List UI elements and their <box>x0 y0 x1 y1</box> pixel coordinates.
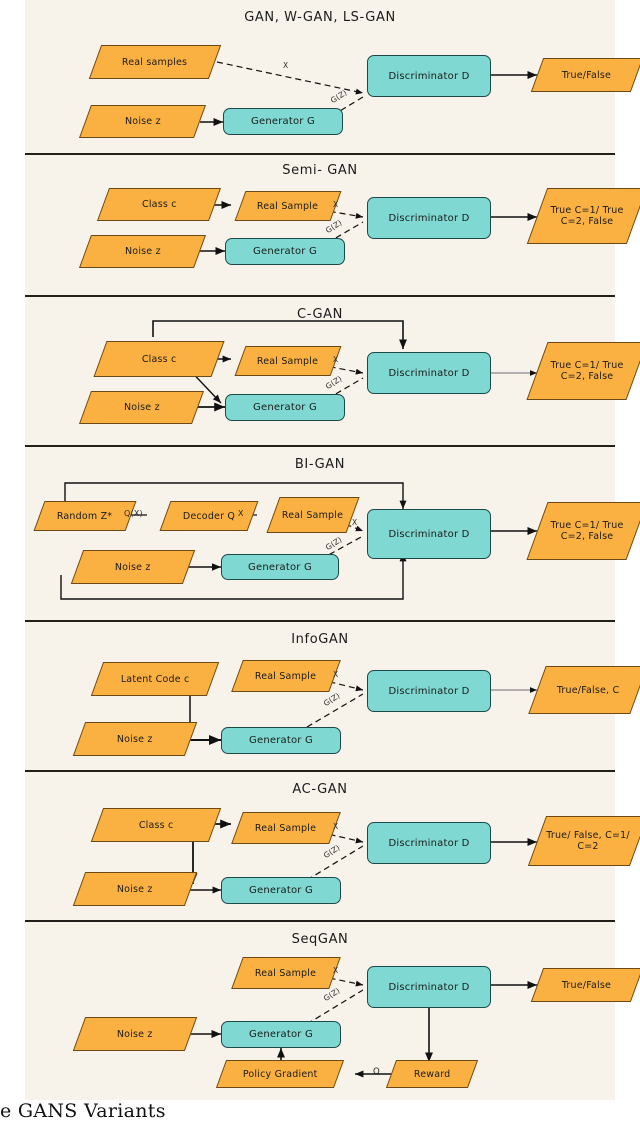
node-output: True/False <box>530 968 640 1002</box>
edge-label-x: X <box>333 355 339 364</box>
panel-infogan: InfoGAN Latent Code c Real Sample Noise … <box>25 622 640 772</box>
panel-semi-gan: Semi- GAN Class c Real Sample Noise z Ge… <box>25 155 640 297</box>
node-generator: Generator G <box>225 238 345 265</box>
figure-caption: e GANS Variants <box>0 1100 166 1122</box>
edge-label-x: X <box>352 518 358 527</box>
node-latent-code: Latent Code c <box>90 662 220 696</box>
edge-label-x: X <box>333 966 339 975</box>
node-noise-z: Noise z <box>78 105 207 138</box>
panel-title-infogan: InfoGAN <box>291 632 349 647</box>
node-output: True/False <box>530 58 640 92</box>
node-generator: Generator G <box>221 877 341 904</box>
node-discriminator: Discriminator D <box>367 822 491 864</box>
edge-label-x-mid: X <box>238 509 244 518</box>
gan-variants-figure: GAN, W-GAN, LS-GAN Real samples Noise z … <box>25 0 640 1100</box>
node-policy-gradient: Policy Gradient <box>215 1060 345 1088</box>
node-real-sample: Real Sample <box>231 957 341 989</box>
panel-c-gan: C-GAN Class c Real Sample Noise z Genera… <box>25 297 640 447</box>
node-output: True C=1/ True C=2, False <box>526 342 640 400</box>
node-discriminator: Discriminator D <box>367 55 491 97</box>
node-noise-z: Noise z <box>78 391 205 424</box>
node-generator: Generator G <box>221 554 339 580</box>
node-class-c: Class c <box>90 808 222 842</box>
node-noise-z: Noise z <box>72 872 198 906</box>
node-noise-z: Noise z <box>72 1017 198 1051</box>
node-real-samples: Real samples <box>88 45 222 79</box>
edge-label-x: X <box>283 61 289 70</box>
node-noise-z: Noise z <box>72 722 198 756</box>
node-output: True C=1/ True C=2, False <box>526 188 640 244</box>
panel-bi-gan-connectors <box>60 482 537 600</box>
node-generator: Generator G <box>223 108 343 135</box>
node-output: True/False, C <box>528 666 640 714</box>
panel-semi-gan-connectors <box>175 201 537 255</box>
node-random-z: Random Z* <box>33 501 137 531</box>
panel-title-seqgan: SeqGAN <box>291 932 349 947</box>
panel-ac-gan: AC-GAN Class c Real Sample Noise z Gener… <box>25 772 640 922</box>
node-discriminator: Discriminator D <box>367 670 491 712</box>
node-generator: Generator G <box>225 394 345 421</box>
panel-bi-gan: BI-GAN Random Z* Decoder Q Real Sample N… <box>25 447 640 622</box>
node-real-sample: Real Sample <box>234 191 342 221</box>
panel-gan-connectors <box>200 61 537 127</box>
node-discriminator: Discriminator D <box>367 966 491 1008</box>
node-real-sample: Real Sample <box>231 660 341 692</box>
node-noise-z: Noise z <box>78 235 207 268</box>
edge-label-x: X <box>333 822 339 831</box>
node-discriminator: Discriminator D <box>367 197 491 239</box>
edge-label-x: X <box>333 200 339 209</box>
node-noise-z: Noise z <box>70 550 196 584</box>
panel-gan: GAN, W-GAN, LS-GAN Real samples Noise z … <box>25 0 640 155</box>
edge-label-q: Q <box>373 1067 380 1077</box>
panel-title-gan: GAN, W-GAN, LS-GAN <box>244 10 396 25</box>
node-generator: Generator G <box>221 1021 341 1048</box>
node-class-c: Class c <box>96 188 222 221</box>
panel-title-ac-gan: AC-GAN <box>292 782 348 797</box>
node-real-sample: Real Sample <box>234 346 342 376</box>
node-discriminator: Discriminator D <box>367 352 491 394</box>
panel-seqgan: SeqGAN Real Sample Noise z Generator G D… <box>25 922 640 1100</box>
edge-label-qx: Q(X) <box>124 509 143 518</box>
node-real-sample: Real Sample <box>266 497 360 533</box>
node-generator: Generator G <box>221 727 341 754</box>
node-real-sample: Real Sample <box>231 812 341 844</box>
node-reward: Reward <box>385 1060 479 1088</box>
panel-title-c-gan: C-GAN <box>297 307 343 322</box>
edge-label-x: X <box>333 670 339 679</box>
panel-title-semi-gan: Semi- GAN <box>282 163 358 178</box>
node-output: True/ False, C=1/ C=2 <box>527 816 640 866</box>
node-class-c: Class c <box>93 341 225 377</box>
node-output: True C=1/ True C=2, False <box>526 502 640 560</box>
panel-title-bi-gan: BI-GAN <box>294 457 346 472</box>
node-discriminator: Discriminator D <box>367 509 491 559</box>
